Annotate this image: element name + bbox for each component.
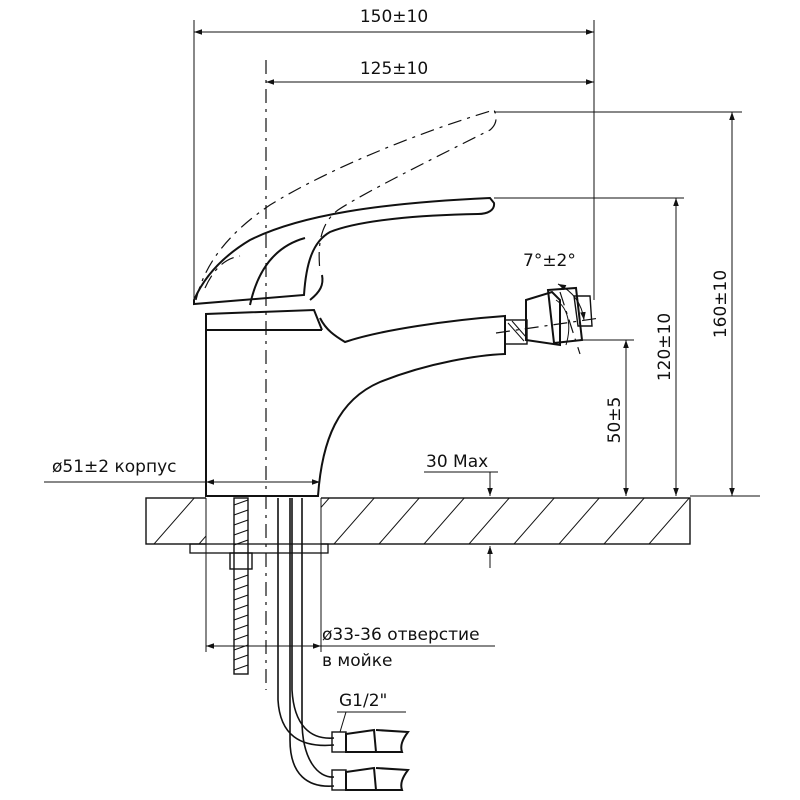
- dim-spout-height: 120±10: [494, 197, 684, 496]
- note-sink-hole: ø33-36 отверстие в мойке: [205, 544, 495, 671]
- dim-outlet-height-label: 50±5: [605, 397, 625, 444]
- dim-rotation-angle: 7°±2°: [523, 251, 586, 321]
- dim-max-thickness: 30 Max: [424, 452, 498, 568]
- lever-lower: [193, 196, 496, 306]
- dim-spout-length: 125±10: [266, 59, 594, 85]
- dim-body-diameter-label: ø51±2 корпус: [52, 457, 176, 477]
- dim-body-diameter: ø51±2 корпус: [44, 457, 320, 485]
- dim-max-thickness-label: 30 Max: [426, 452, 488, 472]
- note-thread-label: G1/2": [339, 691, 387, 711]
- lever-raised: [195, 109, 497, 301]
- note-sink-hole-line1: ø33-36 отверстие: [322, 625, 480, 645]
- dim-total-length: 150±10: [193, 7, 595, 300]
- dim-total-length-label: 150±10: [360, 7, 428, 27]
- faucet-body: [205, 308, 506, 497]
- aerator-nozzle: [495, 286, 601, 355]
- threaded-stud: [229, 497, 253, 675]
- dim-lever-height: 160±10: [494, 111, 760, 497]
- note-sink-hole-line2: в мойке: [322, 651, 392, 671]
- dim-spout-height-label: 120±10: [655, 313, 675, 381]
- sink-section: [145, 497, 691, 554]
- dim-rotation-angle-label: 7°±2°: [523, 251, 576, 271]
- dim-lever-height-label: 160±10: [711, 270, 731, 338]
- supply-hoses: [277, 498, 410, 791]
- dim-outlet-height: 50±5: [580, 339, 634, 496]
- note-thread: G1/2": [337, 691, 406, 733]
- dim-spout-length-label: 125±10: [360, 59, 428, 79]
